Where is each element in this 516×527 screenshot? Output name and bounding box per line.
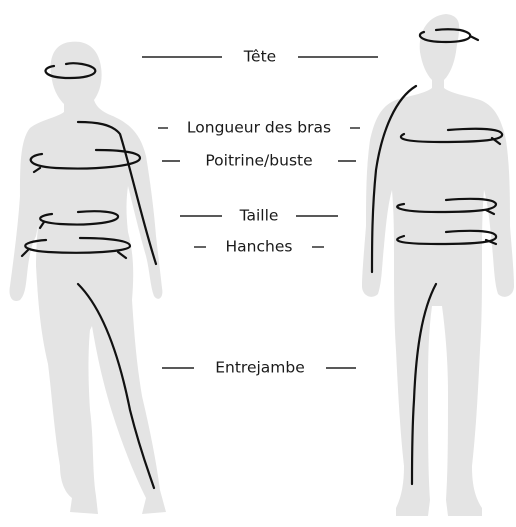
arm-length-label: Longueur des bras (185, 120, 333, 136)
female-body (9, 42, 166, 514)
inseam-label: Entrejambe (213, 360, 307, 376)
head-label: Tête (242, 49, 278, 65)
hips-label: Hanches (224, 239, 295, 255)
chest-bust-label: Poitrine/buste (203, 153, 314, 169)
female-silhouette (9, 42, 166, 514)
male-silhouette (362, 14, 514, 516)
waist-label: Taille (238, 208, 281, 224)
male-body (362, 14, 514, 516)
